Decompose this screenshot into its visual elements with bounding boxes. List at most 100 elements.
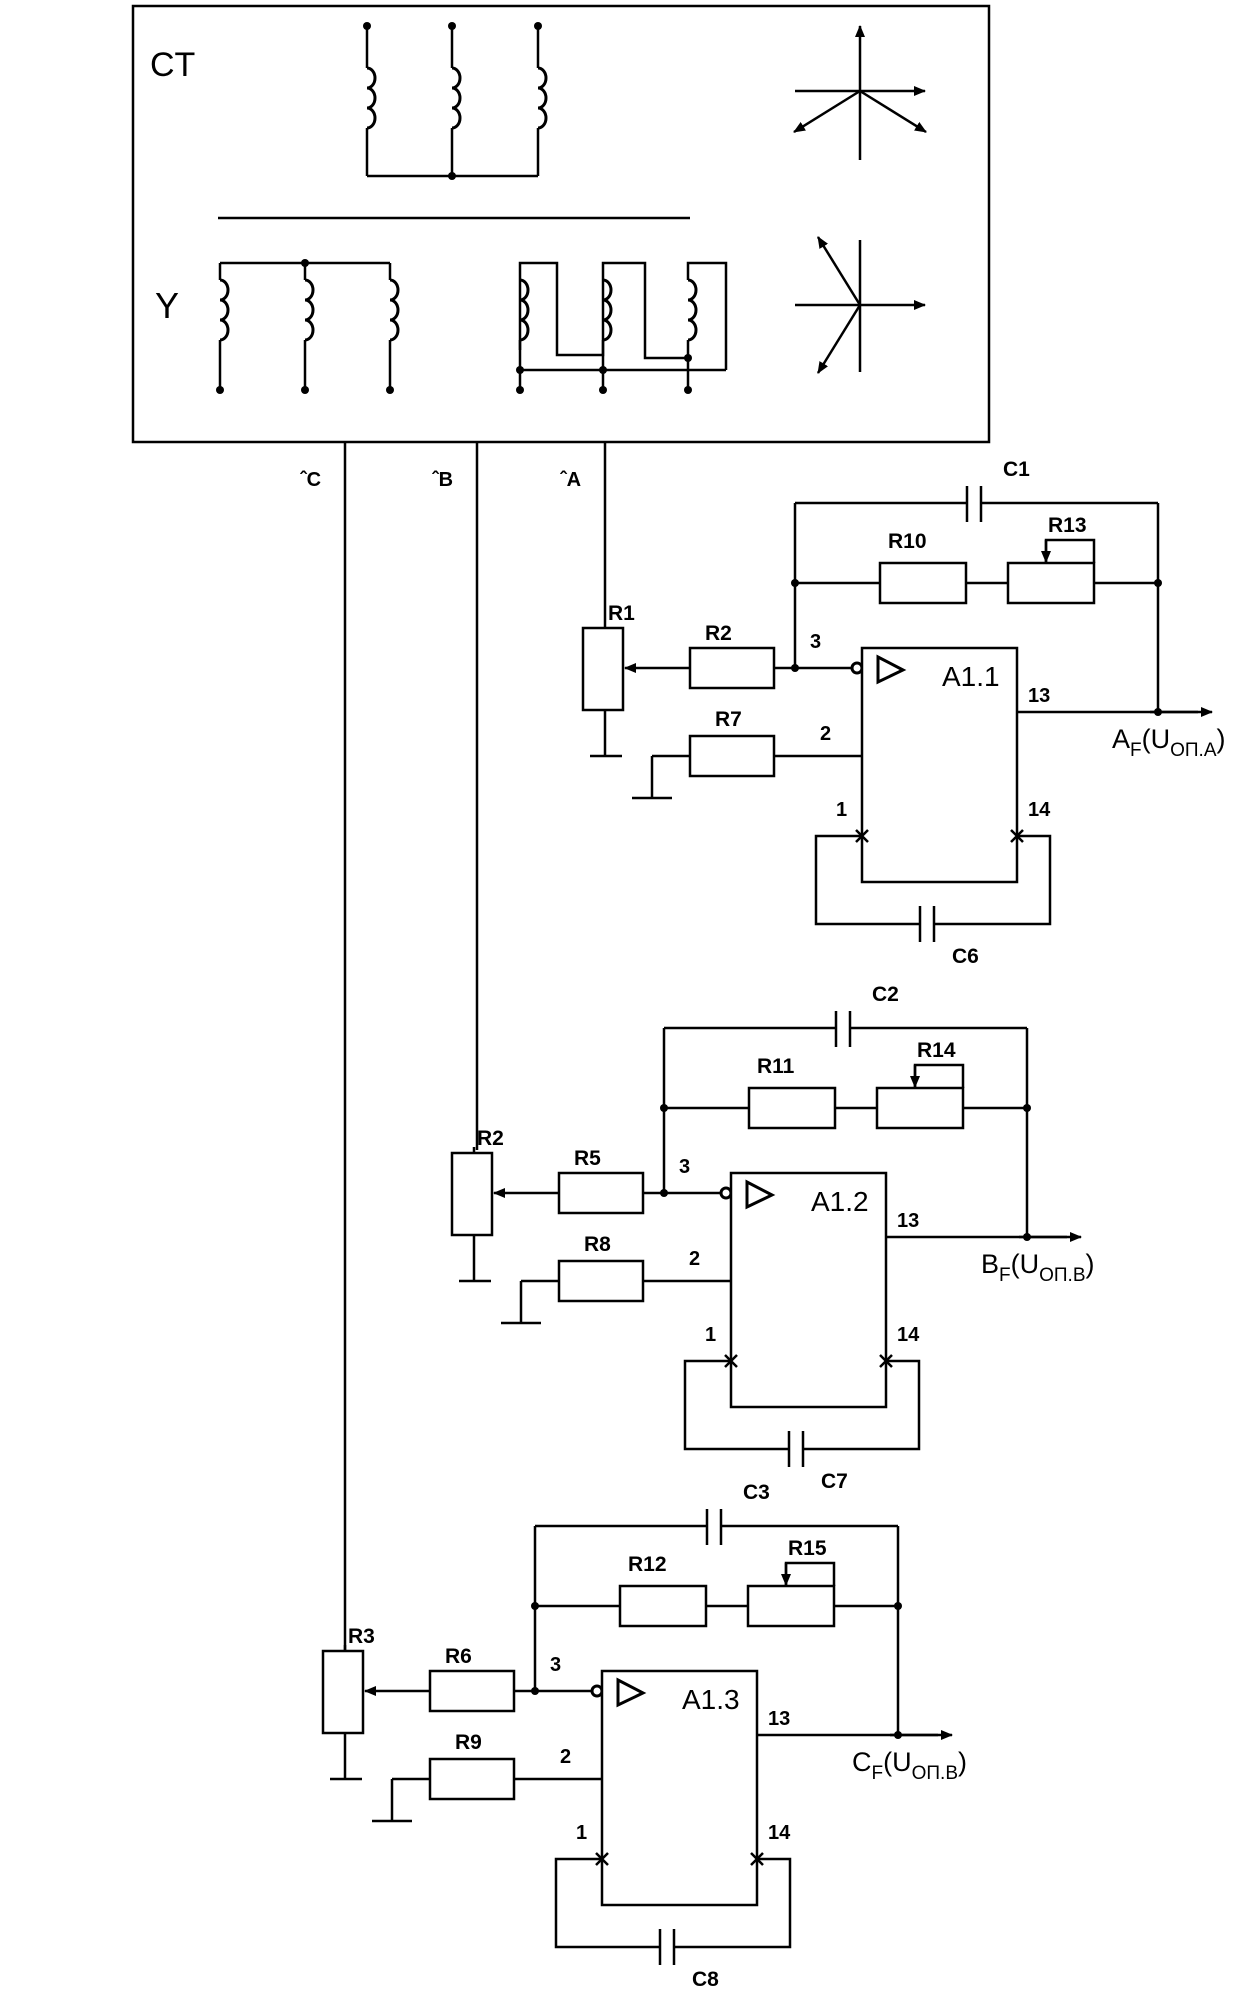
output-paren-close: ) (1217, 724, 1226, 754)
output-paren-open: (U (883, 1747, 912, 1777)
secondary-windings-right (516, 261, 728, 394)
output-paren-sub: ОП.А (1170, 740, 1217, 761)
trim-resistor (746, 1584, 836, 1628)
feedback-capacitor (834, 1011, 852, 1047)
feedback-capacitor (705, 1509, 723, 1545)
junction-dot (894, 1602, 902, 1610)
inverting-input-bubble (719, 1186, 733, 1200)
pin-noninverting-label: 2 (560, 1746, 571, 1768)
feedback-resistor (878, 561, 968, 605)
opamp-label: A1.1 (942, 661, 1000, 692)
input-resistor (688, 646, 776, 690)
pin-output-label: 13 (897, 1210, 919, 1232)
pin-comp1-label: 1 (576, 1822, 587, 1844)
feedback-capacitor (965, 486, 983, 522)
input-resistor (557, 1171, 645, 1215)
opamp-body (860, 646, 1019, 884)
junction-dot (791, 579, 799, 587)
transformer-top-label: CT (150, 46, 195, 84)
opamp-label: A1.3 (682, 1684, 740, 1715)
output-paren-sub: ОП.В (1039, 1265, 1085, 1286)
phase-a-label: ˆA (560, 469, 581, 491)
wire (554, 1857, 660, 1949)
inverting-input-bubble (590, 1684, 604, 1698)
wire (814, 834, 920, 926)
output-main: A (1112, 724, 1130, 754)
trim-wiper (1044, 538, 1096, 563)
pin-noninverting-label: 2 (689, 1248, 700, 1270)
output-paren-close: ) (958, 1747, 967, 1777)
vector-diagram-top (793, 25, 927, 160)
output-sub: F (999, 1265, 1011, 1286)
opamp-label: A1.2 (811, 1186, 869, 1217)
input-resistor-label: R2 (705, 622, 732, 645)
primary-windings (363, 22, 548, 180)
feedback-resistor-label: R10 (888, 530, 927, 553)
secondary-windings-left (216, 259, 400, 394)
pin-comp2-label: 14 (768, 1822, 791, 1844)
junction-dot (660, 1104, 668, 1112)
compensation-capacitor (918, 906, 936, 942)
junction-dot (1023, 1104, 1031, 1112)
input-resistor-label: R5 (574, 1147, 601, 1170)
feedback-capacitor-label: C3 (743, 1481, 770, 1504)
feedback-resistor (747, 1086, 837, 1130)
output-label: BF(UОП.В) (981, 1249, 1095, 1286)
phase-wires: ˆC ˆB ˆA (300, 442, 607, 1655)
feedback-resistor-label: R11 (757, 1055, 795, 1078)
pin-output-label: 13 (1028, 685, 1050, 707)
transformer-bottom-label: Y (155, 285, 179, 326)
trim-resistor (875, 1086, 965, 1130)
opamp-triangle-symbol (745, 1179, 776, 1210)
junction-dot (1154, 579, 1162, 587)
pin-comp2-label: 14 (897, 1324, 920, 1346)
potentiometer (321, 1649, 365, 1735)
trim-resistor-label: R14 (917, 1039, 956, 1062)
ground-resistor-label: R7 (715, 708, 742, 731)
trim-resistor-label: R13 (1048, 514, 1087, 537)
output-sub: F (872, 1763, 884, 1784)
compensation-capacitor-label: C7 (821, 1470, 848, 1493)
pin-comp1-label: 1 (836, 799, 847, 821)
pin-noninverting-label: 2 (820, 723, 831, 745)
feedback-resistor (618, 1584, 708, 1628)
ground-resistor (428, 1757, 516, 1801)
wire (683, 1359, 789, 1451)
output-paren-open: (U (1011, 1249, 1040, 1279)
pot-label: R2 (477, 1127, 504, 1150)
ground-resistor (688, 734, 776, 778)
compensation-capacitor (658, 1929, 676, 1965)
pin-comp2-label: 14 (1028, 799, 1051, 821)
ground-resistor-label: R8 (584, 1233, 611, 1256)
feedback-capacitor-label: C1 (1003, 458, 1030, 481)
compensation-capacitor (787, 1431, 805, 1467)
compensation-capacitor-label: C8 (692, 1968, 719, 1991)
trim-wiper (913, 1063, 965, 1088)
vector-diagram-bottom (795, 236, 926, 374)
ground-resistor-label: R9 (455, 1731, 482, 1754)
output-paren-sub: ОП.В (912, 1763, 958, 1784)
opamp-triangle-symbol (616, 1677, 647, 1708)
opamp-triangle-symbol (876, 654, 907, 685)
pin-output-label: 13 (768, 1708, 790, 1730)
ground-resistor (557, 1259, 645, 1303)
output-sub: F (1130, 740, 1142, 761)
feedback-capacitor-label: C2 (872, 983, 899, 1006)
opamp-body (600, 1669, 759, 1907)
wire (934, 834, 1052, 926)
output-main: C (852, 1747, 872, 1777)
feedback-resistor-label: R12 (628, 1553, 667, 1576)
output-paren-close: ) (1086, 1249, 1095, 1279)
potentiometer (450, 1151, 494, 1237)
output-paren-open: (U (1142, 724, 1171, 754)
opamp-body (729, 1171, 888, 1409)
pot-label: R1 (608, 602, 635, 625)
output-main: B (981, 1249, 999, 1279)
trim-wiper (784, 1561, 836, 1586)
pin-inverting-label: 3 (810, 631, 821, 653)
phase-c-label: ˆC (300, 469, 321, 491)
